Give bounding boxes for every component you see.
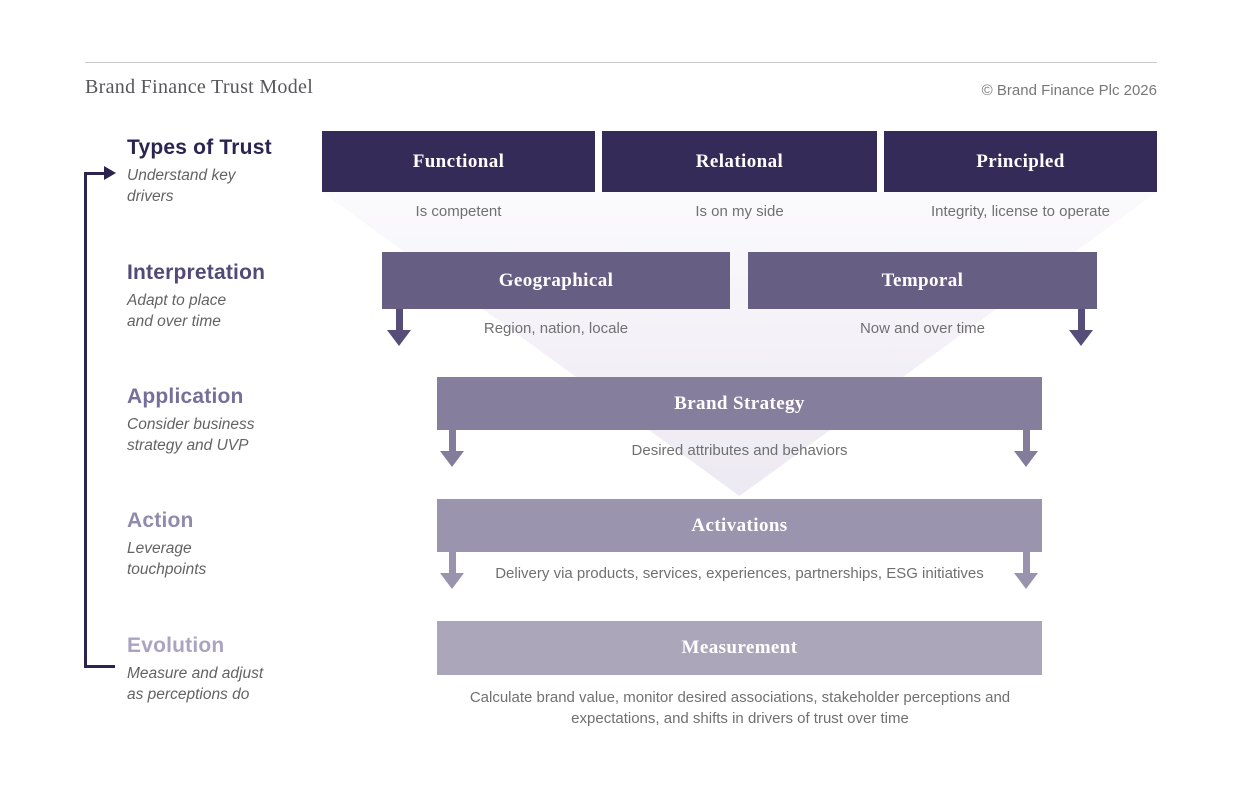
stage-label: Interpretation — [127, 261, 266, 284]
feedback-loop-bottom-segment — [84, 665, 115, 668]
caption-principled: Integrity, license to operate — [931, 203, 1110, 220]
stage-evolution: Evolution Measure and adjust as percepti… — [127, 634, 317, 705]
stage-description: Leverage touchpoints — [127, 540, 207, 578]
stage-label: Application — [127, 385, 244, 408]
down-arrow-icon — [1014, 552, 1038, 589]
stage-interpretation: Interpretation Adapt to place and over t… — [127, 261, 317, 332]
feedback-loop-vertical-line — [84, 172, 87, 667]
box-activations: Activations — [437, 499, 1042, 552]
box-measurement: Measurement — [437, 621, 1042, 675]
box-geographical: Geographical — [382, 252, 730, 309]
caption-relational: Is on my side — [695, 203, 784, 220]
stage-description: Adapt to place and over time — [127, 292, 227, 330]
arrow-right-icon — [104, 166, 116, 180]
down-arrow-icon — [387, 309, 411, 346]
stage-types-of-trust: Types of Trust Understand key drivers — [127, 136, 317, 207]
down-arrow-icon — [1014, 430, 1038, 467]
caption-measurement: Calculate brand value, monitor desired a… — [469, 689, 1011, 727]
stage-action: Action Leverage touchpoints — [127, 509, 317, 580]
caption-geographical: Region, nation, locale — [483, 320, 629, 337]
stage-label: Types of Trust — [127, 136, 272, 159]
caption-brand-strategy: Desired attributes and behaviors — [631, 442, 848, 459]
box-principled: Principled — [884, 131, 1157, 192]
box-brand-strategy: Brand Strategy — [437, 377, 1042, 430]
copyright-text: © Brand Finance Plc 2026 — [981, 82, 1157, 99]
caption-functional: Is competent — [415, 203, 502, 220]
down-arrow-icon — [440, 552, 464, 589]
stage-label: Evolution — [127, 634, 225, 657]
stage-description: Consider business strategy and UVP — [127, 416, 255, 454]
header-divider — [85, 62, 1157, 63]
down-arrow-icon — [440, 430, 464, 467]
stage-application: Application Consider business strategy a… — [127, 385, 317, 456]
down-arrow-icon — [1069, 309, 1093, 346]
stage-description: Understand key drivers — [127, 167, 236, 205]
box-functional: Functional — [322, 131, 595, 192]
page-title: Brand Finance Trust Model — [85, 76, 314, 98]
caption-temporal: Now and over time — [859, 320, 986, 337]
box-relational: Relational — [602, 131, 877, 192]
stage-description: Measure and adjust as perceptions do — [127, 665, 264, 703]
box-temporal: Temporal — [748, 252, 1097, 309]
feedback-loop-top-segment — [84, 172, 105, 175]
stage-label: Action — [127, 509, 194, 532]
caption-activations: Delivery via products, services, experie… — [495, 565, 984, 582]
